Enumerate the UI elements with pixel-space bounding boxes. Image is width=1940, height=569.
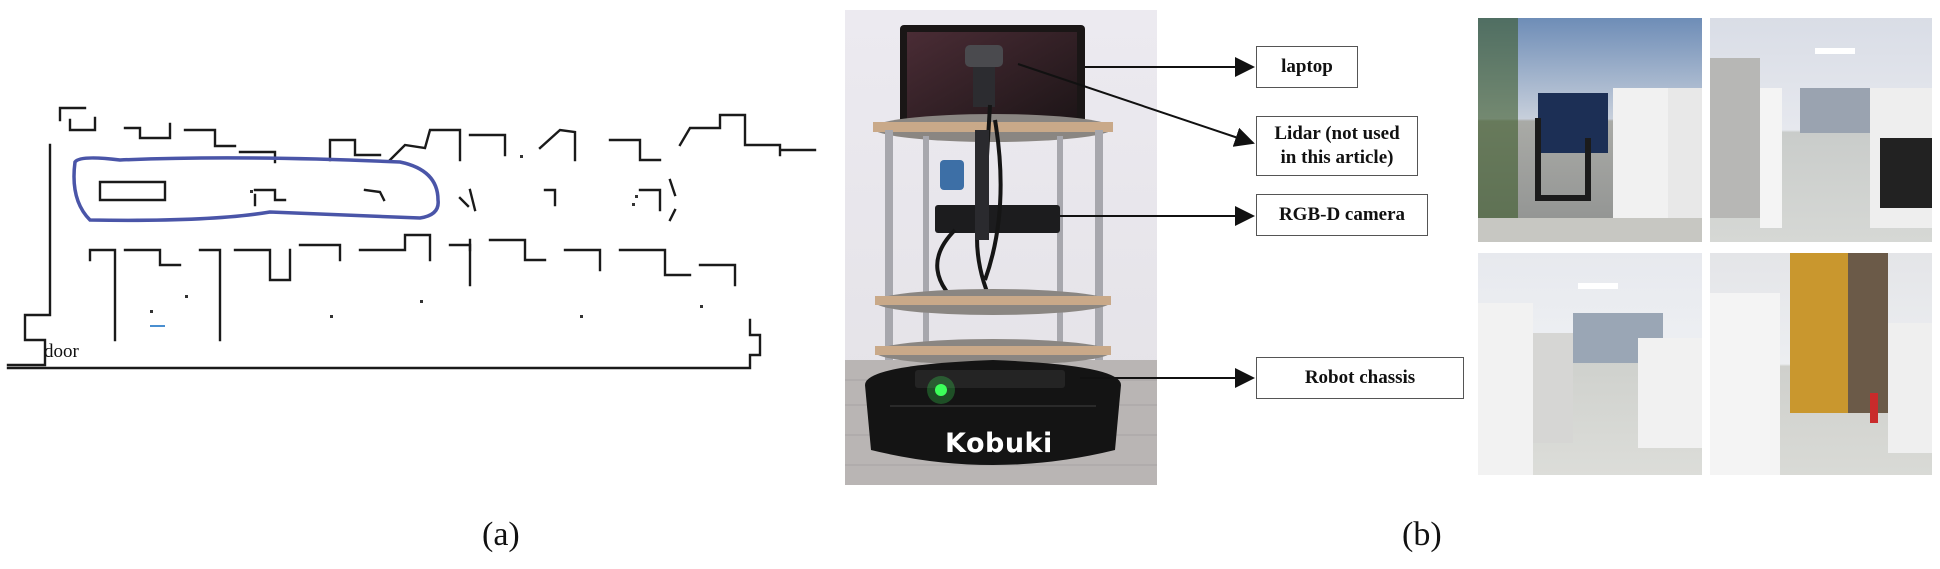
map-furniture <box>98 180 167 202</box>
occupancy-map <box>6 106 817 370</box>
environment-photo-4 <box>1710 253 1932 475</box>
environment-photo-2 <box>1710 18 1932 242</box>
map-wall-lower-5 <box>563 248 737 287</box>
map-wall-lower-3 <box>298 233 432 262</box>
callout-laptop: laptop <box>1256 46 1358 88</box>
caption-b: (b) <box>1402 516 1442 553</box>
caption-a: (a) <box>482 516 520 553</box>
environment-photo-3 <box>1478 253 1702 475</box>
map-wall-lower <box>88 248 182 342</box>
map-wall-top-segment-5 <box>678 113 817 157</box>
map-wall-top-segment-4 <box>538 128 662 162</box>
map-obstacle <box>468 178 677 252</box>
callout-chassis: Robot chassis <box>1256 357 1464 399</box>
map-wall-top-left <box>58 106 97 132</box>
environment-photo-1 <box>1478 18 1702 242</box>
callout-lidar: Lidar (not used in this article) <box>1256 116 1418 176</box>
map-wall-left <box>6 143 52 367</box>
arrow-lidar <box>1017 63 1255 147</box>
robot-brand-logo: Kobuki <box>945 428 1053 459</box>
map-wall-lower-2 <box>198 248 292 342</box>
map-wall-bottom <box>6 318 762 370</box>
robot-photo: Kobuki <box>845 10 1157 485</box>
callout-camera: RGB-D camera <box>1256 194 1428 236</box>
map-wall-top-segment <box>123 122 237 148</box>
map-obstacle-3 <box>458 188 677 222</box>
map-wall-top-segment-3 <box>388 128 507 162</box>
map-obstacle-2 <box>253 188 386 207</box>
map-highlight-loop <box>72 156 440 223</box>
door-label: door <box>44 341 79 362</box>
status-led <box>935 384 947 396</box>
